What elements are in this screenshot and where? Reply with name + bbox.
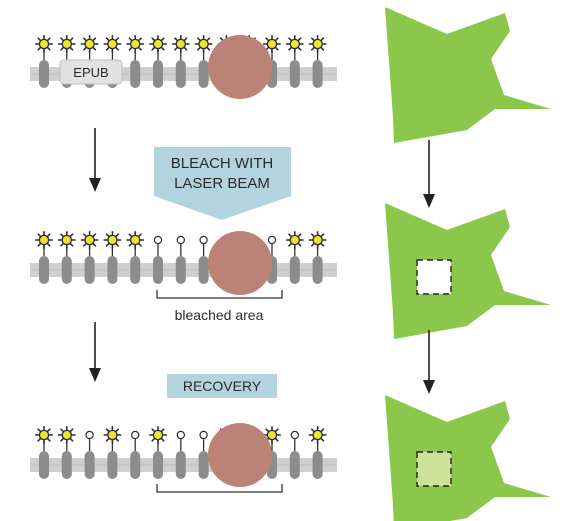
fluorophore-bleached-icon	[176, 235, 185, 245]
cell-body	[385, 395, 551, 521]
bleach-banner: BLEACH WITH LASER BEAM	[154, 147, 291, 220]
fluorophore-bleached-icon	[153, 235, 163, 245]
cell-nucleus	[208, 423, 272, 487]
arrow-right-2	[423, 330, 435, 394]
bleach-banner-line2: LASER BEAM	[174, 175, 270, 192]
membrane-protein	[107, 256, 118, 284]
arrow-right-1	[423, 140, 435, 208]
membrane-protein	[289, 60, 300, 88]
membrane-protein	[198, 451, 209, 479]
arrow-left-1	[89, 128, 101, 192]
membrane-protein	[289, 256, 300, 284]
membrane-protein	[61, 451, 72, 479]
membrane-protein	[153, 60, 163, 88]
epub-label-text: EPUB	[73, 65, 108, 80]
membrane-protein	[130, 451, 141, 479]
fluorophore-lit-icon	[308, 34, 327, 54]
cell-nucleus	[208, 35, 272, 99]
fluorophore-lit-icon	[103, 231, 122, 249]
fluorophore-bleached-icon	[176, 430, 185, 440]
fluorophore-lit-icon	[80, 231, 99, 249]
fluorophore-lit-icon	[262, 34, 282, 54]
fluorophore-lit-icon	[149, 425, 167, 445]
membrane-row-after-bleach	[30, 231, 337, 284]
membrane-protein	[175, 256, 186, 284]
bleached-area-label: bleached area	[175, 307, 264, 323]
fluorophore-bleached-icon	[290, 430, 299, 440]
fluorophore-lit-icon	[149, 34, 167, 54]
fluorophore-lit-icon	[262, 425, 282, 445]
fluorophore-bleached-icon	[85, 430, 94, 440]
fluorophore-lit-icon	[57, 34, 76, 54]
membrane-protein	[312, 451, 323, 479]
membrane-protein	[289, 451, 300, 479]
membrane-protein	[130, 256, 141, 284]
arrow-left-2	[89, 322, 101, 382]
membrane-protein	[198, 256, 209, 284]
recovery-banner: RECOVERY	[167, 374, 277, 398]
cell-body	[385, 203, 551, 339]
cell-before-bleach	[208, 7, 551, 143]
bleached-spot	[416, 259, 452, 295]
fluorophore-lit-icon	[34, 231, 54, 249]
fluorophore-lit-icon	[80, 34, 99, 54]
cell-after-recovery	[208, 395, 551, 521]
membrane-protein	[175, 451, 186, 479]
membrane-row-after-recovery	[30, 425, 337, 479]
membrane-protein	[107, 451, 118, 479]
membrane-protein	[84, 256, 95, 284]
fluorophore-lit-icon	[34, 34, 54, 54]
fluorophore-lit-icon	[57, 231, 76, 249]
fluorophore-bleached-icon	[199, 235, 208, 245]
membrane-protein	[153, 451, 163, 479]
recovered-spot	[416, 451, 452, 487]
bleach-banner-shape	[154, 147, 291, 220]
recovery-banner-box	[167, 374, 277, 398]
fluorophore-lit-icon	[308, 231, 327, 249]
epub-label-box	[59, 59, 123, 85]
membrane-protein	[153, 256, 163, 284]
recovery-banner-text: RECOVERY	[183, 378, 262, 394]
fluorophore-lit-icon	[308, 425, 327, 445]
membrane-protein	[39, 256, 49, 284]
fluorophore-lit-icon	[103, 34, 122, 54]
fluorophore-lit-icon	[103, 425, 122, 445]
membrane-protein	[312, 60, 323, 88]
fluorophore-lit-icon	[285, 231, 304, 249]
membrane-protein	[84, 451, 95, 479]
fluorophore-bleached-icon	[199, 430, 208, 440]
cell-body	[385, 7, 551, 143]
epub-label: EPUB	[59, 59, 123, 85]
membrane-protein	[175, 60, 186, 88]
membrane-protein	[198, 60, 209, 88]
fluorophore-lit-icon	[285, 34, 304, 54]
membrane-protein	[39, 451, 49, 479]
fluorophore-bleached-icon	[267, 235, 277, 245]
fluorophore-lit-icon	[126, 231, 145, 249]
fluorophore-lit-icon	[126, 34, 145, 54]
fluorophore-lit-icon	[171, 34, 190, 54]
fluorophore-lit-icon	[194, 34, 213, 54]
membrane-protein	[39, 60, 49, 88]
fluorophore-lit-icon	[34, 425, 54, 445]
fluorophore-lit-icon	[57, 425, 76, 445]
recovered-area-bracket	[156, 484, 283, 493]
bleached-area-bracket	[156, 290, 283, 299]
membrane-protein	[61, 256, 72, 284]
membrane-protein	[312, 256, 323, 284]
membrane-protein	[130, 60, 141, 88]
cell-after-bleach	[208, 203, 551, 339]
fluorophore-bleached-icon	[130, 430, 140, 440]
cell-nucleus	[208, 231, 272, 295]
bleach-banner-line1: BLEACH WITH	[171, 155, 274, 172]
